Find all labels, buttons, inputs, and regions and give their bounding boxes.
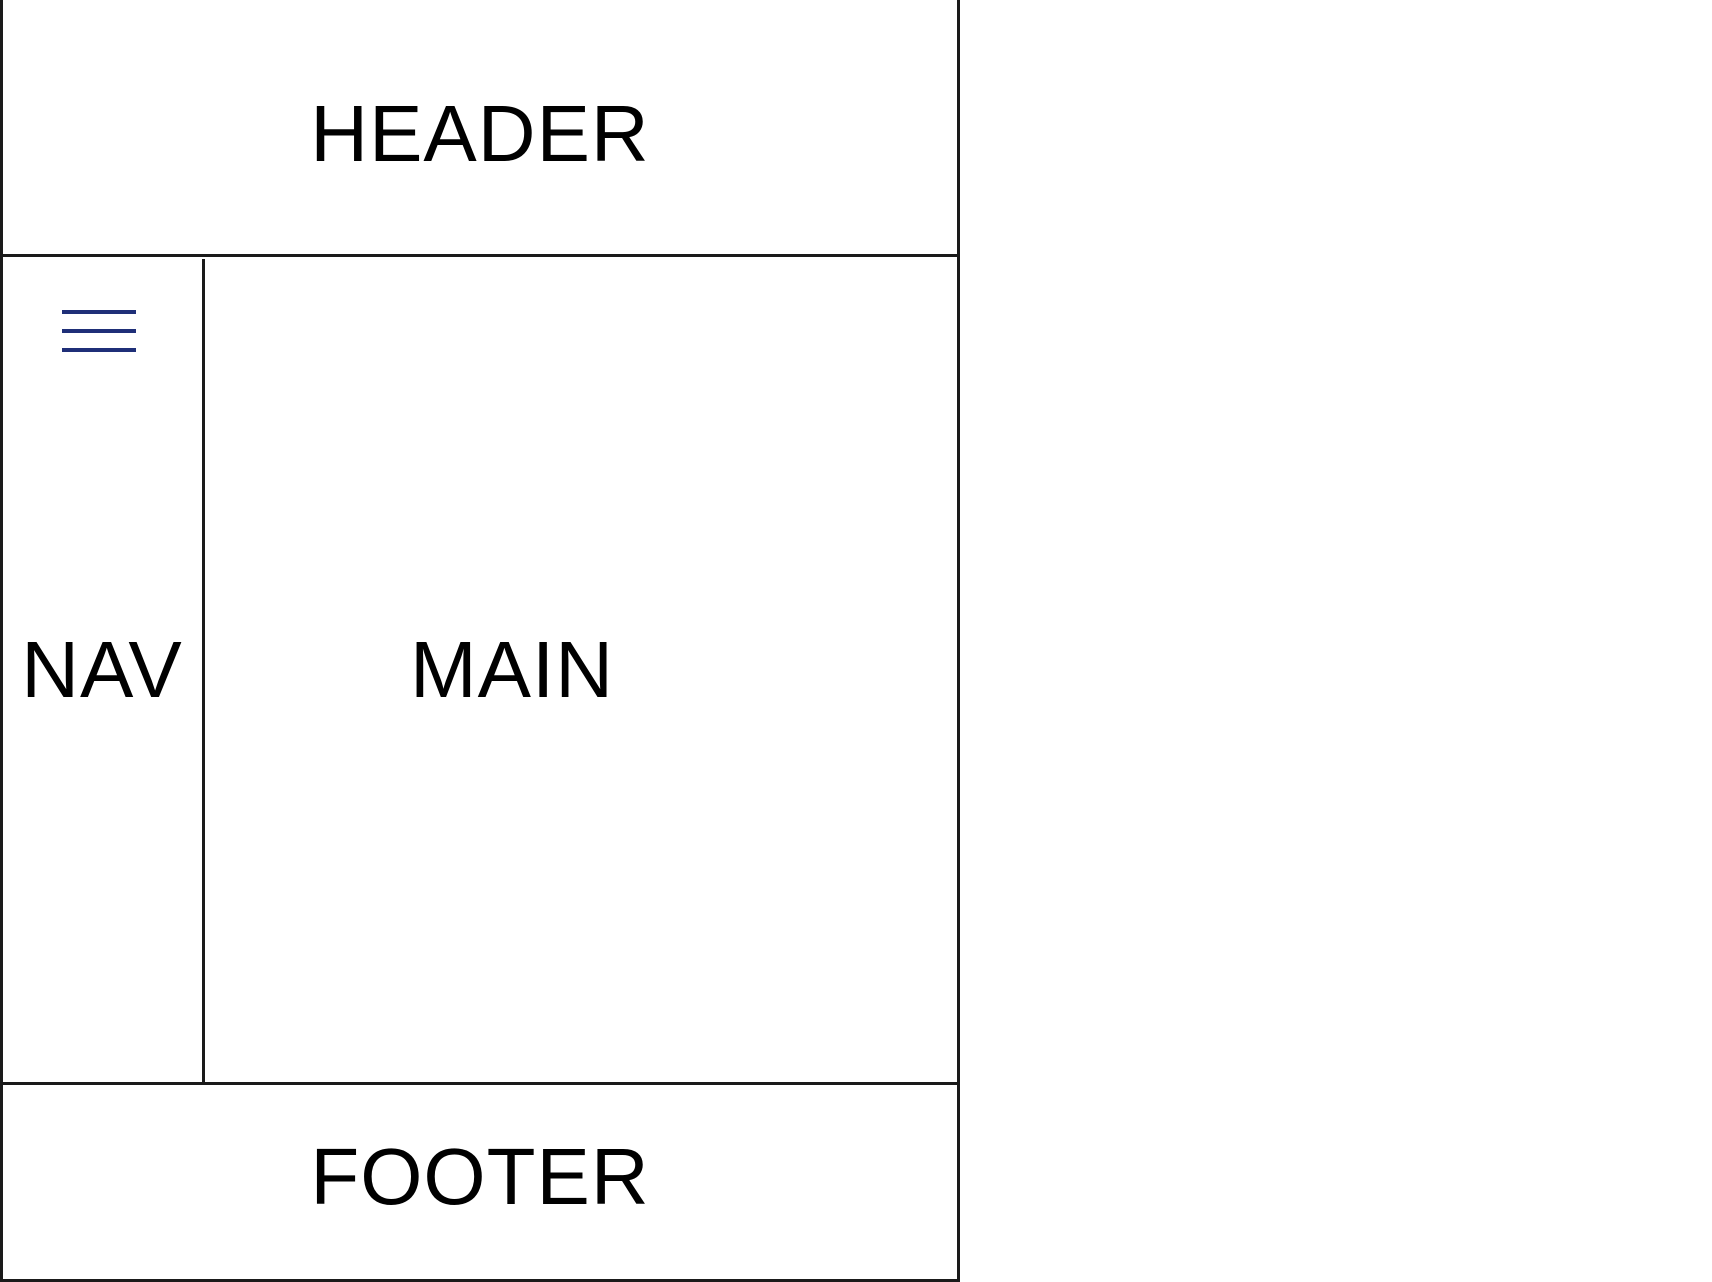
header-region: HEADER xyxy=(0,0,960,256)
bottom-border xyxy=(0,1279,960,1282)
header-label: HEADER xyxy=(310,89,650,178)
left-border xyxy=(0,0,3,1282)
footer-region: FOOTER xyxy=(0,1084,960,1282)
footer-divider xyxy=(0,1082,960,1085)
right-border xyxy=(957,0,960,1282)
menu-icon-bar-top xyxy=(62,310,136,314)
footer-label: FOOTER xyxy=(310,1132,650,1221)
nav-region: NAV xyxy=(0,256,204,1084)
main-label: MAIN xyxy=(410,625,614,714)
nav-label: NAV xyxy=(21,625,183,714)
header-divider xyxy=(0,254,960,257)
nav-main-divider xyxy=(202,259,205,1082)
menu-icon-bar-bottom xyxy=(62,348,136,352)
main-region: MAIN xyxy=(204,256,960,1084)
hamburger-menu-icon[interactable] xyxy=(62,310,136,354)
menu-icon-bar-middle xyxy=(62,329,136,333)
